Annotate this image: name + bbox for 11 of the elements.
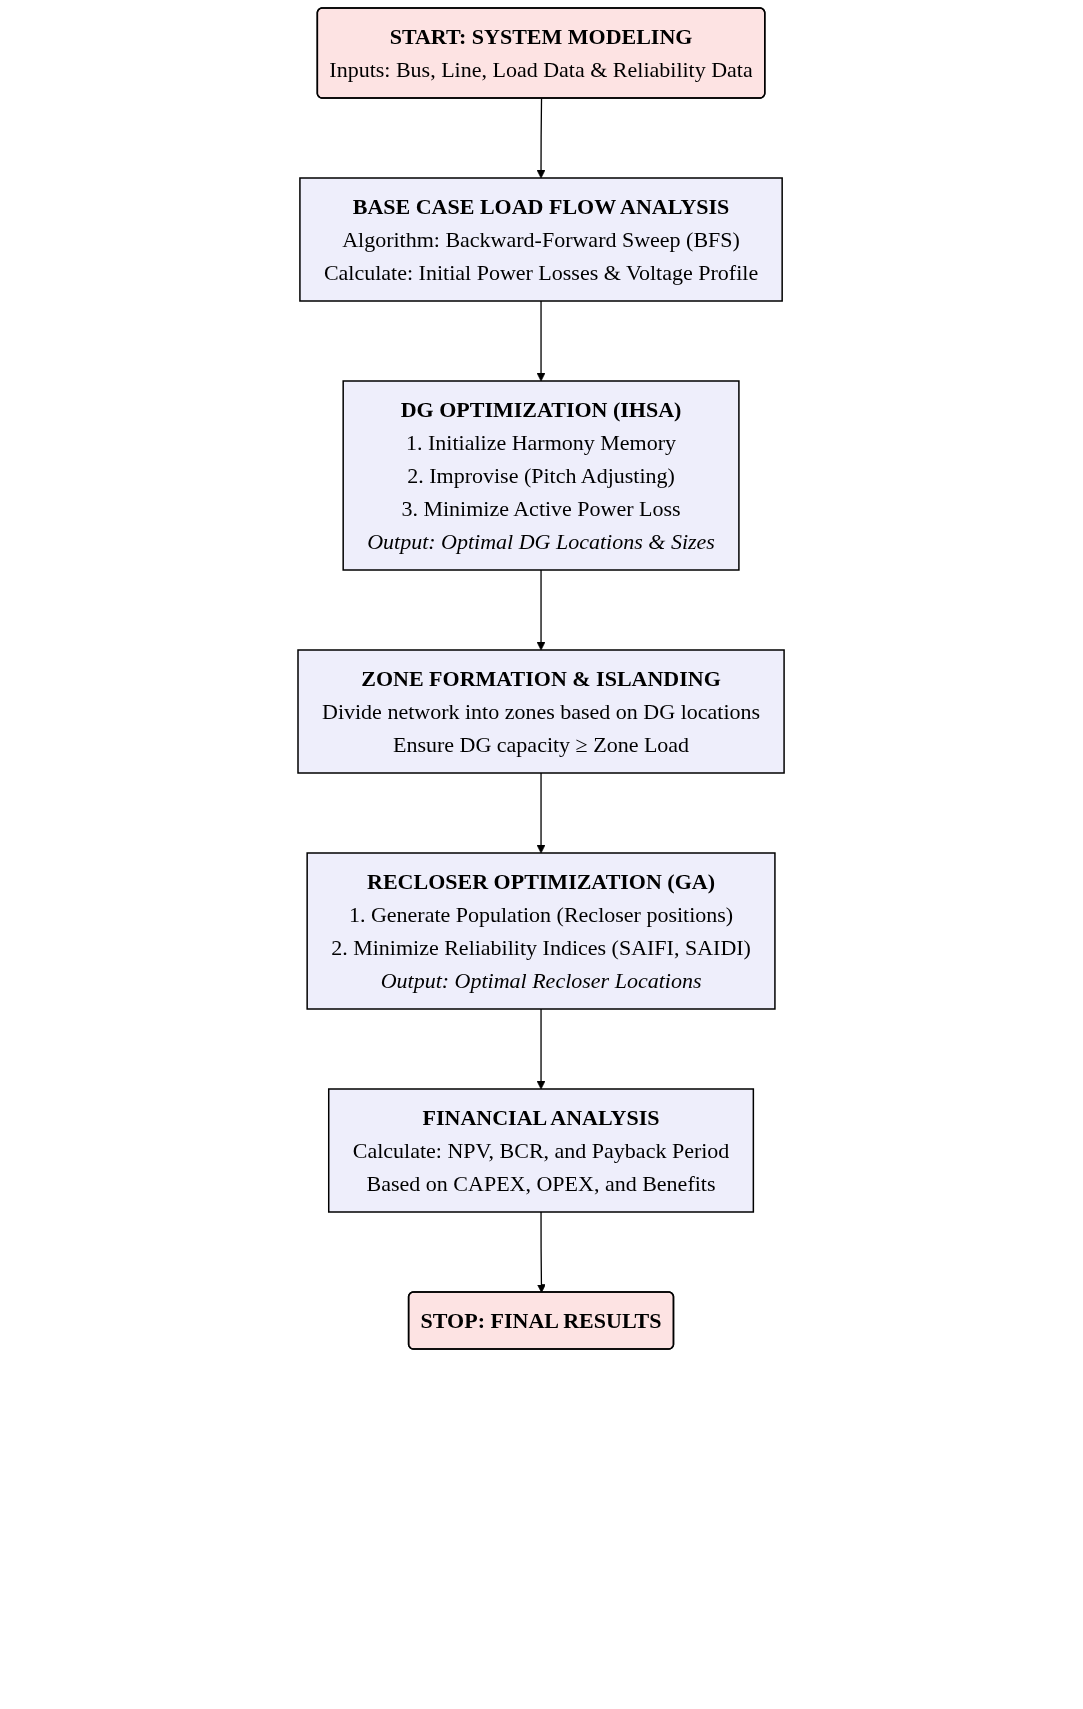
arrow: [537, 569, 546, 651]
node-box: BASE CASE LOAD FLOW ANALYSIS Algorithm: Backward-Forward Sweep (BFS) Calculate: Initial Power Losses & Voltage Profile: [299, 177, 784, 302]
arrow: [537, 1008, 546, 1090]
node-box: DG OPTIMIZATION (IHSA) 1. Initialize Harmony Memory 2. Improvise (Pitch Adjusting) 3. Minimize Active Power Loss Output: Optimal DG Locations & Sizes: [342, 380, 741, 571]
arrow: [537, 1211, 547, 1293]
node-box: FINANCIAL ANALYSIS Calculate: NPV, BCR, and Payback Period Based on CAPEX, OPEX, and Benefits: [328, 1088, 755, 1213]
arrow: [537, 300, 546, 382]
arrow: [537, 772, 546, 854]
arrow: [537, 97, 546, 179]
node-box: ZONE FORMATION & ISLANDING Divide network into zones based on DG locations Ensure DG capacity ≥ Zone Load: [297, 649, 786, 774]
node-box: RECLOSER OPTIMIZATION (GA) 1. Generate Population (Recloser positions) 2. Minimize Reliability Indices (SAIFI, SAIDI) Output: Optimal Recloser Locations: [306, 852, 777, 1010]
